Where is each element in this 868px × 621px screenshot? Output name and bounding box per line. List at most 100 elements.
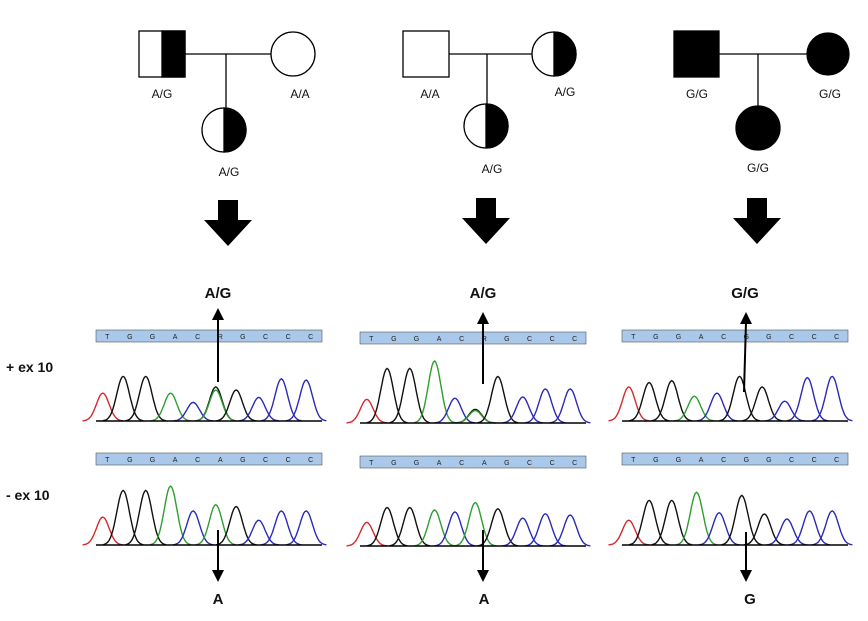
- chromatogram-peak-G: [721, 494, 763, 546]
- sequence-base-letter: G: [240, 334, 245, 341]
- family-1-genomic-call: A/G: [205, 285, 232, 302]
- chromatogram-peak-C: [789, 510, 830, 546]
- family-3-minus-seq-bar: [621, 452, 849, 466]
- chromatogram-peak-C: [434, 397, 476, 424]
- chromatogram-peak-A: [673, 395, 715, 422]
- family-3-child-circle: [735, 105, 781, 151]
- family-2-cdna-call: A: [479, 591, 490, 608]
- family-1-child-fill: [223, 107, 247, 153]
- family-2-child-fill: [485, 103, 509, 149]
- family-2-plus-peaks: [346, 360, 591, 424]
- family-1-down-arrow: [204, 200, 252, 246]
- family-3-father-genotype: G/G: [686, 87, 708, 101]
- sequence-base-letter: T: [631, 334, 636, 341]
- sequence-base-letter: R: [218, 334, 223, 341]
- chromatogram-peak-G: [102, 489, 144, 546]
- sequence-base-letter: A: [482, 460, 487, 467]
- chromatogram-peak-C: [260, 510, 302, 546]
- chromatogram-peak-C: [524, 388, 566, 424]
- family-2-father-square: [402, 30, 450, 78]
- family-2-pedigree: [402, 30, 577, 149]
- family-1-minus-peaks: [82, 485, 327, 546]
- sequence-base-letter: C: [286, 457, 291, 464]
- family-3-mother-circle: [806, 32, 850, 76]
- family-2-father-genotype: A/A: [420, 87, 439, 101]
- chromatogram-peak-T: [608, 519, 650, 546]
- family-3-plus-peaks: [608, 375, 853, 422]
- sequence-base-letter: C: [308, 457, 313, 464]
- family-3-cdna-call: G: [744, 591, 756, 608]
- family-2-child-genotype: A/G: [482, 162, 503, 176]
- family-3-minus-arrow-head: [740, 570, 752, 582]
- chromatogram-peak-C: [434, 511, 476, 547]
- sequence-base-letter: A: [173, 457, 178, 464]
- chromatogram-peak-C: [766, 518, 808, 546]
- chromatogram-peak-A: [676, 491, 717, 546]
- chromatogram-peak-C: [764, 400, 806, 422]
- sequence-base-letter: C: [195, 334, 200, 341]
- sequence-base-letter: G: [414, 336, 419, 343]
- sequence-base-letter: C: [263, 334, 268, 341]
- chromatogram-peak-G: [744, 513, 785, 546]
- chromatogram-peak-A: [414, 509, 455, 547]
- sequence-base-letter: G: [391, 460, 396, 467]
- sequence-base-letter: G: [676, 334, 681, 341]
- sequence-base-letter: T: [369, 460, 374, 467]
- chromatogram-peak-T: [82, 392, 124, 422]
- family-1-father-genotype: A/G: [152, 87, 173, 101]
- family-2-plus-seq-bar: [359, 331, 587, 345]
- sequence-base-letter: T: [105, 457, 110, 464]
- sequence-base-letter: C: [286, 334, 291, 341]
- row-label-plus-ex10: + ex 10: [6, 359, 53, 375]
- family-1-plus-arrow-head: [212, 308, 224, 320]
- chromatogram-peak-C: [285, 379, 327, 422]
- chromatogram-peak-T: [608, 386, 650, 422]
- chromatogram-peak-A: [150, 392, 191, 422]
- family-1-pedigree: [138, 30, 316, 153]
- chromatogram-peak-C: [502, 517, 544, 547]
- sequence-base-letter: C: [812, 457, 817, 464]
- sequence-base-letter: T: [105, 334, 110, 341]
- chromatogram-peak-G: [741, 386, 783, 422]
- family-2-mother-genotype: A/G: [555, 85, 576, 99]
- family-1-plus-peaks: [82, 375, 327, 422]
- family-3-plus-arrow-shaft: [743, 321, 747, 393]
- sequence-base-letter: C: [550, 460, 555, 467]
- sequence-base-letter: A: [699, 457, 704, 464]
- family-2-minus-arrow-head: [477, 570, 489, 582]
- sequence-base-letter: G: [127, 334, 132, 341]
- family-2-minus-peaks: [346, 501, 591, 547]
- sequence-base-letter: G: [653, 457, 658, 464]
- family-3-mother-genotype: G/G: [819, 87, 841, 101]
- chromatogram-peak-C: [549, 514, 591, 547]
- family-3-down-arrow: [733, 198, 781, 244]
- sequence-base-letter: C: [572, 336, 577, 343]
- chromatogram-peak-C: [811, 375, 853, 422]
- sequence-base-letter: G: [766, 334, 771, 341]
- sequence-base-letter: G: [414, 460, 419, 467]
- family-1-mother-circle: [270, 31, 316, 77]
- family-3-plus-seq-bar: [621, 329, 849, 343]
- chromatogram-peak-C: [172, 510, 214, 546]
- chromatogram-peak-C: [696, 392, 738, 422]
- family-1-father-fill: [161, 30, 186, 78]
- chromatogram-peak-G: [454, 408, 496, 424]
- chromatogram-peak-A: [414, 360, 455, 424]
- sequence-base-letter: A: [218, 457, 223, 464]
- chromatogram-peak-C: [524, 513, 566, 547]
- chromatogram-peak-C: [238, 396, 280, 422]
- sequence-base-letter: A: [437, 460, 442, 467]
- family-1-plus-seq-bar: [95, 329, 323, 343]
- chromatogram-peak-T: [346, 521, 388, 547]
- sequence-base-letter: C: [834, 457, 839, 464]
- sequence-base-letter: C: [721, 334, 726, 341]
- sequence-base-letter: C: [572, 460, 577, 467]
